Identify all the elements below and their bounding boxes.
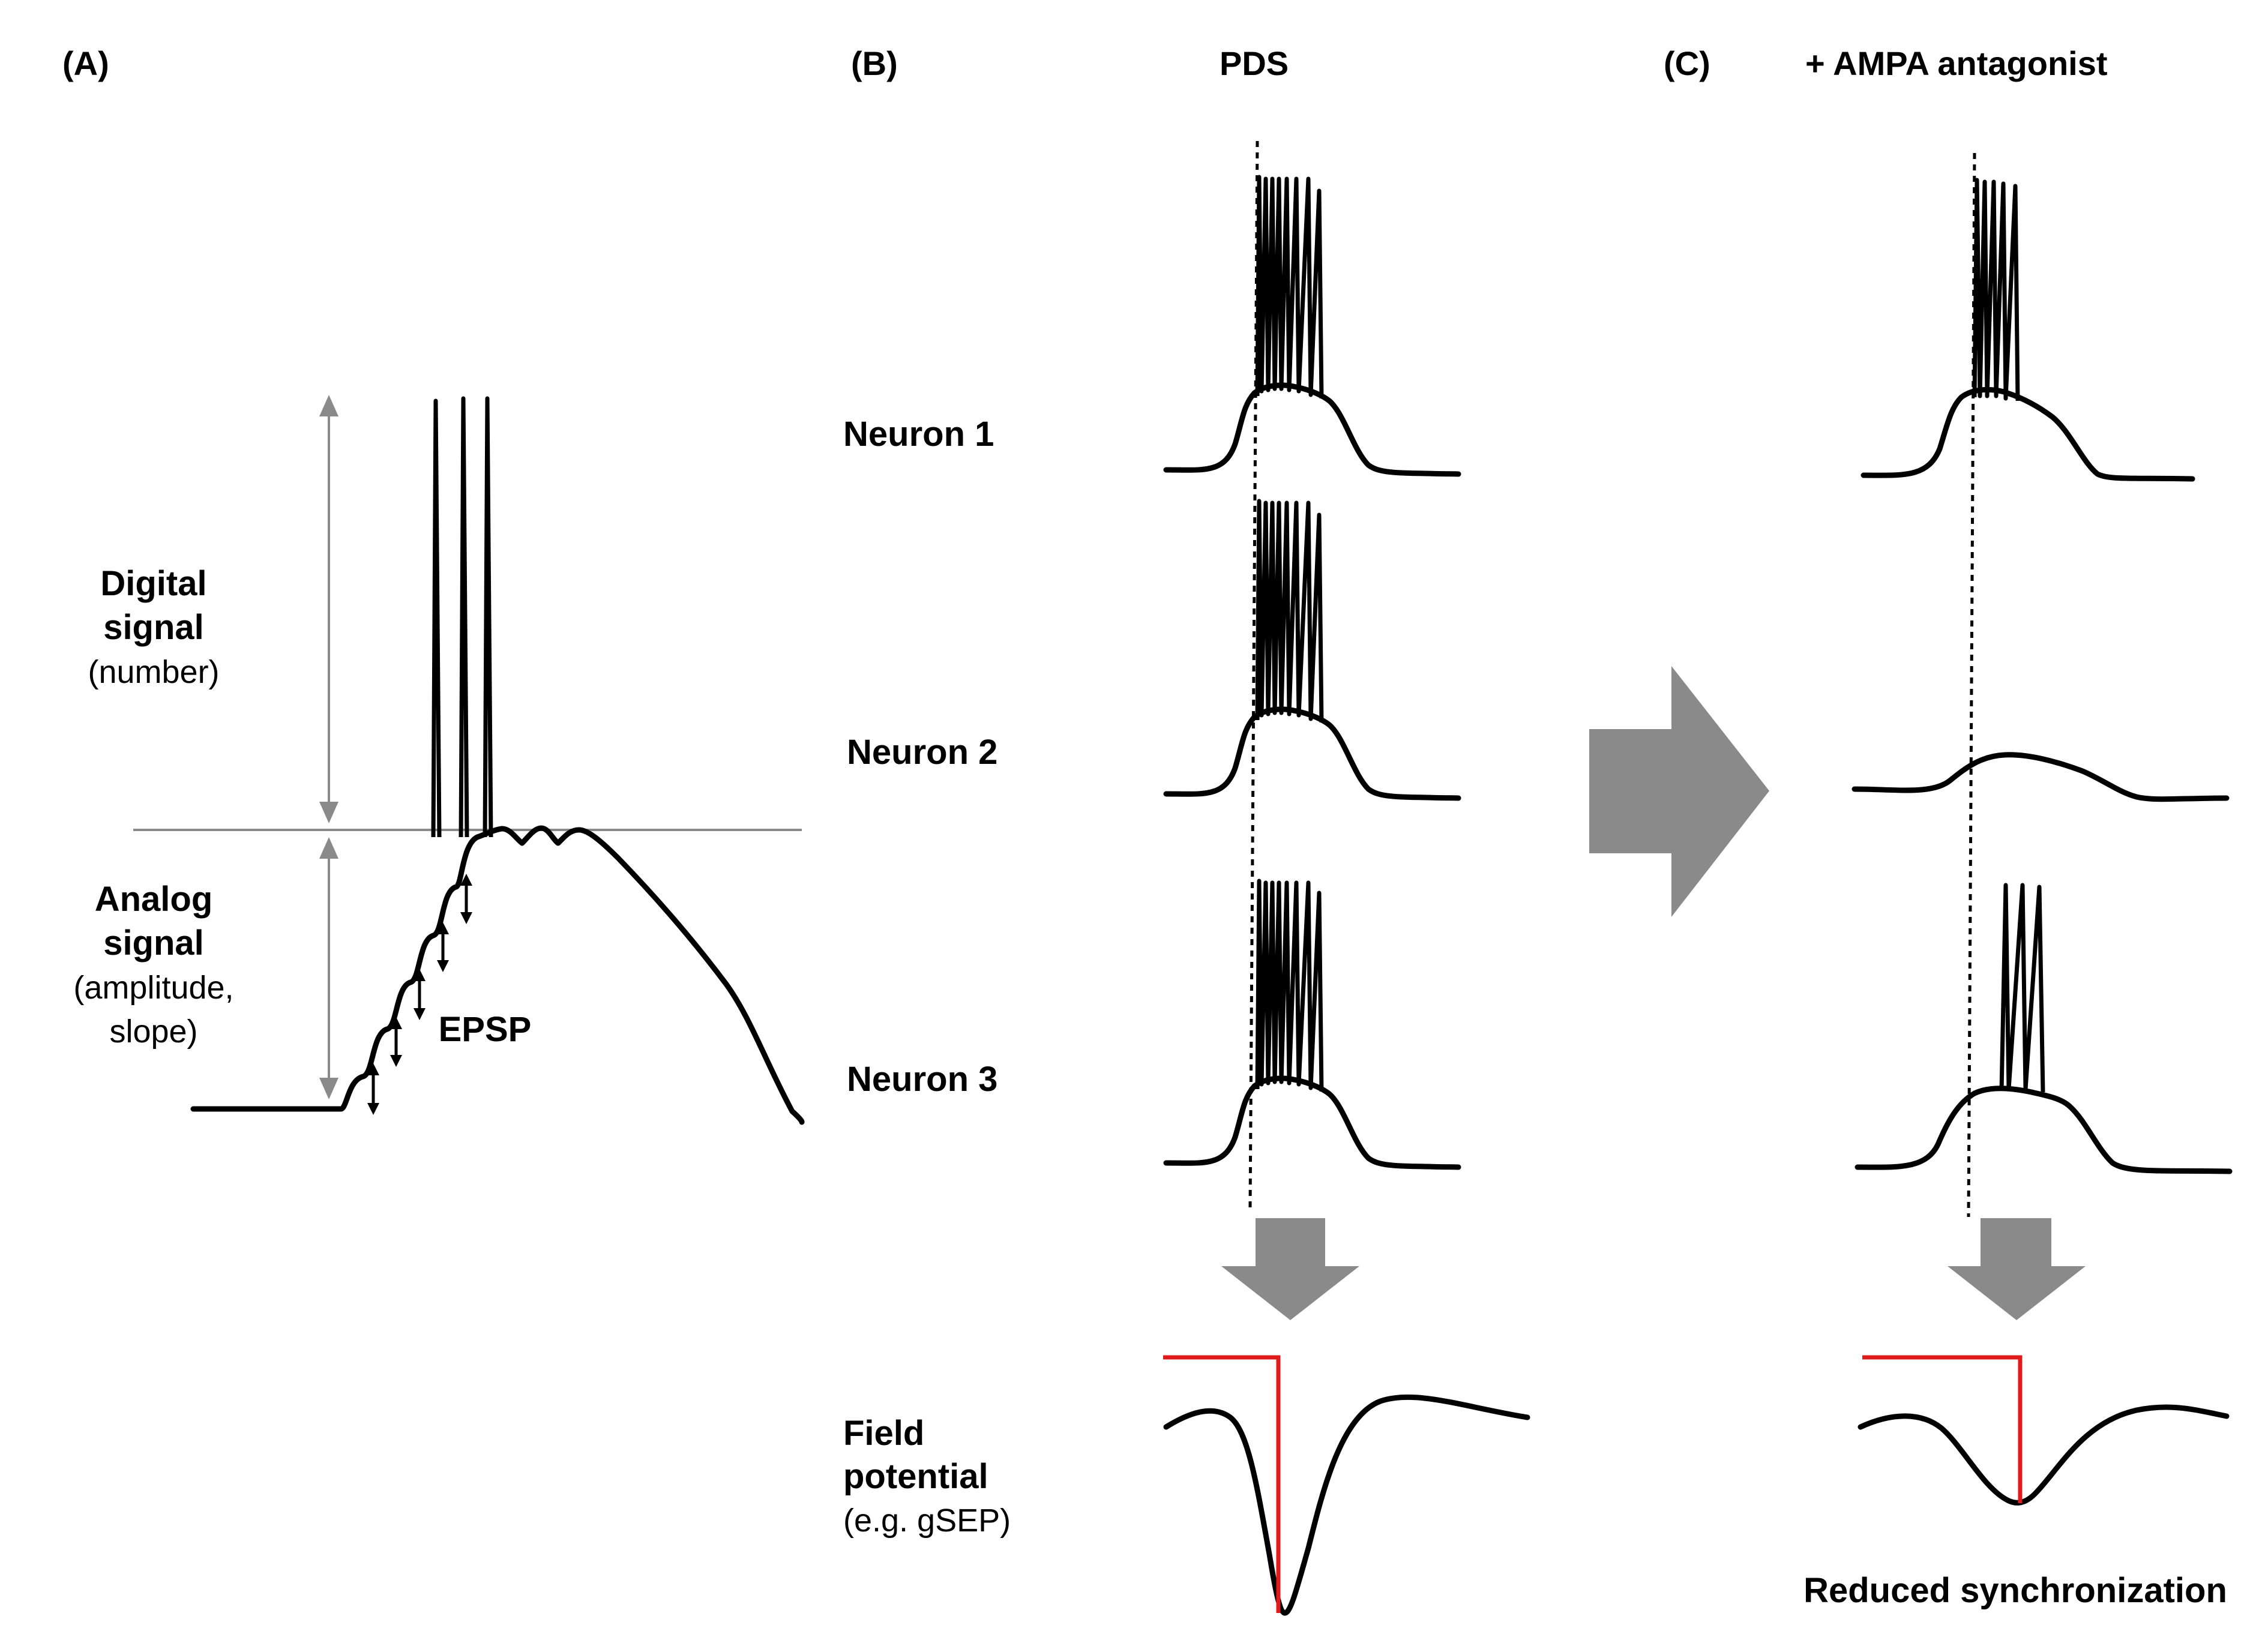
- panel-c-title: + AMPA antagonist: [1805, 44, 2108, 82]
- action-potential-spike: [431, 398, 442, 838]
- digital-signal-title: Digital: [100, 564, 206, 603]
- neuron-3-pds-trace: [1163, 879, 1461, 1170]
- field-potential-trace-c: [1857, 1404, 2230, 1506]
- panel-a-label: (A): [62, 44, 109, 82]
- analog-signal-title: signal: [103, 924, 204, 963]
- action-potential-spike: [459, 396, 469, 838]
- field-potential-title: Field: [843, 1414, 924, 1453]
- neuron-2-pds-trace: [1163, 499, 1461, 801]
- action-potential-spike: [483, 396, 493, 838]
- reduced-synchronization-label: Reduced synchronization: [1803, 1571, 2227, 1610]
- neuron-2-antagonist-trace: [1851, 752, 2230, 802]
- analog-signal-note: (amplitude,: [73, 970, 233, 1006]
- neuron-2-label: Neuron 2: [847, 733, 997, 772]
- panel-b-title: PDS: [1220, 44, 1289, 82]
- epsp-amplitude-arrows: [367, 874, 472, 1115]
- panel-a-diagram: Digital signal (number) Analog signal (a…: [73, 395, 805, 1125]
- field-potential-note: (e.g. gSEP): [843, 1503, 1011, 1539]
- neuron-3-label: Neuron 3: [847, 1060, 997, 1099]
- peak-marker-c: [1862, 1355, 2023, 1503]
- peak-marker-b: [1163, 1355, 1281, 1613]
- transition-arrow: [1589, 666, 1769, 917]
- panel-b-diagram: Neuron 1 Neuron 2 Neuron 3 Field potenti…: [843, 140, 1530, 1616]
- epsp-trace: [190, 825, 805, 1125]
- neuron-1-label: Neuron 1: [843, 415, 994, 454]
- digital-range-arrow: [319, 395, 338, 823]
- epsp-label: EPSP: [439, 1010, 532, 1049]
- panel-c-label: (C): [1664, 44, 1710, 82]
- neuron-1-antagonist-trace: [1860, 178, 2195, 482]
- field-potential-title: potential: [843, 1457, 988, 1496]
- digital-signal-title: signal: [103, 608, 204, 647]
- analog-signal-title: Analog: [95, 880, 213, 919]
- field-potential-trace-b: [1163, 1394, 1530, 1616]
- panel-b-label: (B): [851, 44, 898, 82]
- down-arrow: [1221, 1218, 1359, 1320]
- analog-signal-note: slope): [109, 1014, 197, 1050]
- neuron-3-antagonist-trace: [1854, 883, 2233, 1174]
- analog-range-arrow: [319, 837, 338, 1099]
- neuron-1-pds-trace: [1163, 175, 1461, 477]
- down-arrow: [1948, 1218, 2086, 1320]
- digital-signal-note: (number): [88, 654, 219, 690]
- panel-c-diagram: Reduced synchronization: [1803, 152, 2233, 1610]
